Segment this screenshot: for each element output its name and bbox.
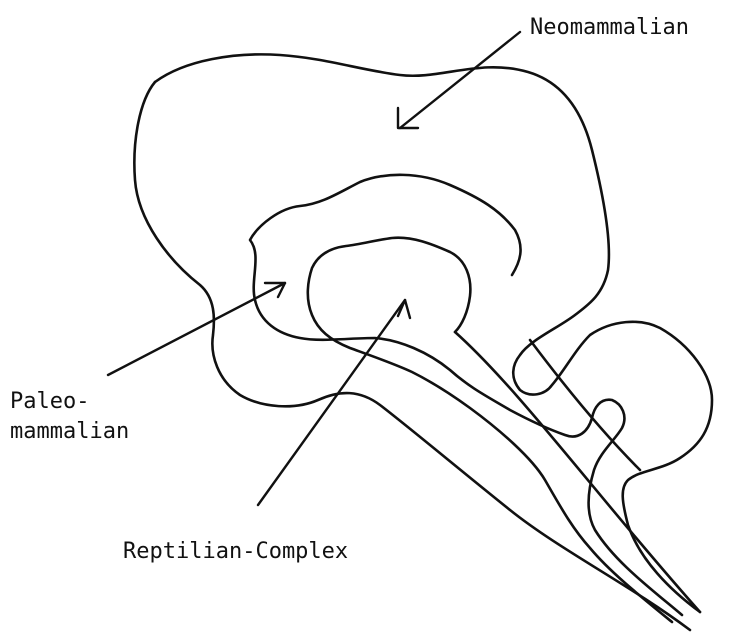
label-neomammalian: Neomammalian xyxy=(530,15,689,40)
reptilian-outline xyxy=(308,238,672,622)
brainstem-line-a xyxy=(455,332,700,612)
neomammalian-arrowhead xyxy=(398,108,418,128)
neomammalian-arrow xyxy=(400,32,520,128)
label-paleomammalian-line1: Paleo- xyxy=(10,389,89,414)
label-reptilian: Reptilian-Complex xyxy=(123,539,348,564)
paleomammalian-arrow xyxy=(108,283,285,375)
brainstem-line-b xyxy=(530,340,640,470)
label-paleomammalian-line2: mammalian xyxy=(10,419,129,444)
reptilian-arrowhead xyxy=(398,300,410,318)
